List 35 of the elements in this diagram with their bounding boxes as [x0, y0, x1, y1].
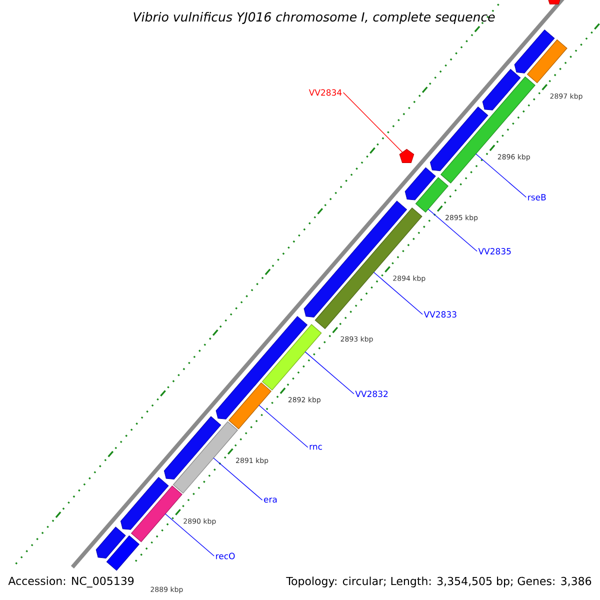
footer-text: Topology: circular; Length: 3,354,505 bp; Genes: 3,386: [286, 576, 592, 588]
leader-line: [476, 154, 527, 198]
gene-feature: [482, 69, 521, 110]
gene-feature: [514, 30, 555, 74]
gene-label: rnc: [310, 444, 322, 450]
gene-bar: [172, 421, 238, 494]
gene-bar: [130, 486, 182, 542]
gene-label: era: [264, 498, 277, 503]
gene-label: VV2832: [355, 390, 388, 398]
gene-feature: [164, 416, 222, 480]
gene-bar: [440, 76, 536, 184]
leader-line: [304, 351, 354, 394]
gene-label: recO: [216, 552, 235, 560]
leader-line: [373, 272, 423, 315]
gene-bar: [228, 382, 272, 430]
leader-line: [342, 92, 403, 153]
leader-line: [213, 458, 263, 501]
gene-feature: [430, 106, 488, 172]
gene-bar: [262, 324, 322, 390]
gene-label: VV2834: [308, 89, 342, 96]
feature-marker: [399, 148, 414, 164]
leader-line: [258, 404, 308, 448]
gene-label: VV2833: [424, 311, 456, 318]
footer-text: Accession: NC_005139: [8, 576, 134, 588]
gene-feature: [96, 526, 126, 558]
gene-label: rseB: [528, 194, 546, 200]
title: Vibrio vulnificus YJ016 chromosome I, complete sequence: [134, 12, 495, 24]
leader-line: [164, 514, 214, 556]
gene-label: VV2835: [478, 248, 511, 254]
gene-feature: [404, 167, 436, 200]
feature-marker: [546, 0, 562, 4]
gene-feature: [120, 477, 169, 530]
gene-feature: [216, 316, 308, 420]
leader-line: [428, 208, 478, 252]
gene-bar: [526, 39, 568, 84]
